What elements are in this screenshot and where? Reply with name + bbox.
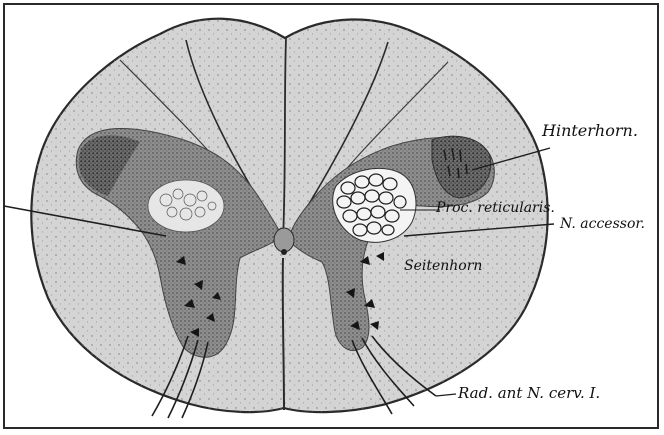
central-canal bbox=[274, 228, 294, 252]
label-hinterhorn: Hinterhorn. bbox=[541, 121, 638, 140]
central-canal-lumen bbox=[281, 249, 287, 255]
label-rad-ant: Rad. ant N. cerv. I. bbox=[457, 384, 600, 402]
left-reticular-patch bbox=[148, 180, 224, 232]
label-proc-reticularis: Proc. reticularis. bbox=[435, 200, 555, 216]
label-seitenhorn: Seitenhorn bbox=[404, 258, 482, 274]
label-n-accessor: N. accessor. bbox=[559, 216, 645, 232]
